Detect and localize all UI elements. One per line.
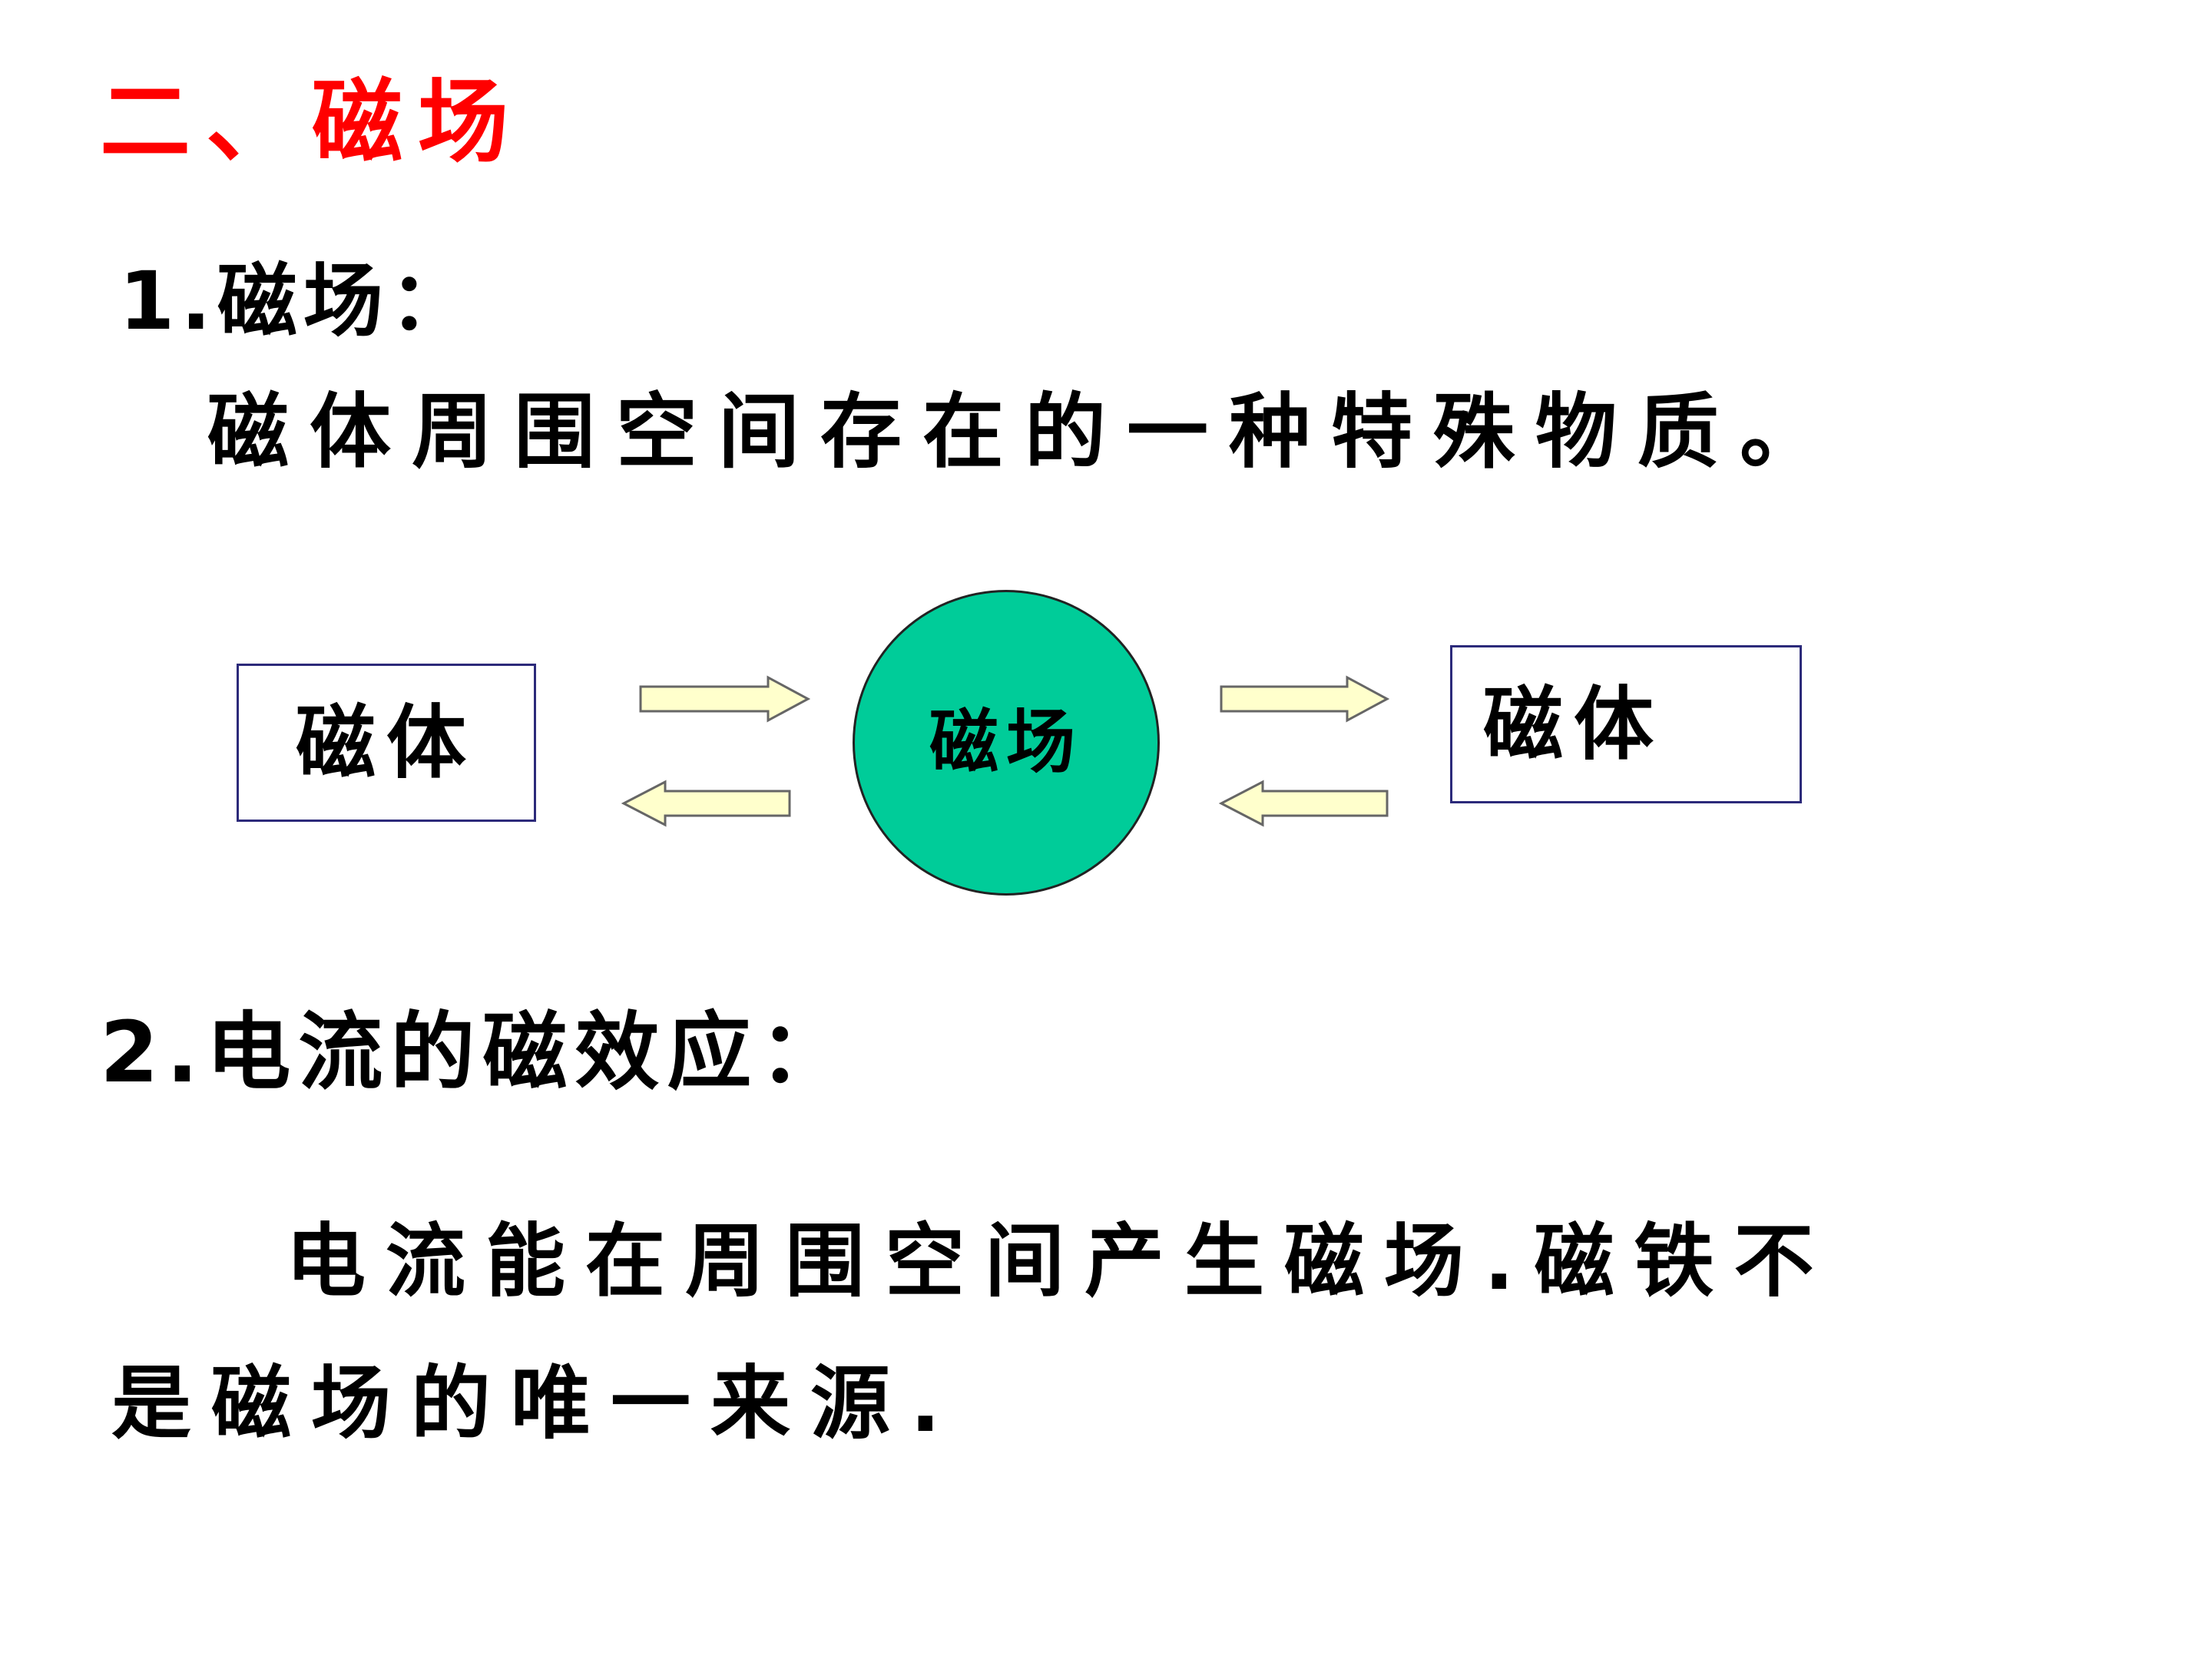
arrow-left-icon	[621, 780, 791, 827]
magnet-box-left: 磁体	[237, 664, 536, 822]
arrow-left-icon	[1218, 780, 1389, 827]
magnetic-field-circle-label: 磁场	[929, 702, 1083, 783]
magnet-box-right-label: 磁体	[1483, 677, 1665, 771]
paragraph-line-2: 是磁场的唯一来源.	[111, 1356, 961, 1450]
arrow-right-icon	[639, 675, 811, 723]
magnet-box-left-label: 磁体	[295, 696, 477, 790]
arrow-right-icon	[1220, 675, 1390, 723]
paragraph-line-1: 电流能在周围空间产生磁场.磁铁不	[286, 1214, 1834, 1308]
magnet-box-right: 磁体	[1450, 645, 1802, 803]
heading-current-magnetic-effect: 2.电流的磁效应：	[100, 1003, 852, 1101]
heading-magnetic-field: 1.磁场：	[119, 254, 475, 348]
definition-text: 磁体周围空间存在的一种特殊物质。	[207, 385, 1842, 479]
magnetic-field-circle: 磁场	[853, 590, 1160, 896]
section-title: 二、磁场	[100, 69, 525, 175]
